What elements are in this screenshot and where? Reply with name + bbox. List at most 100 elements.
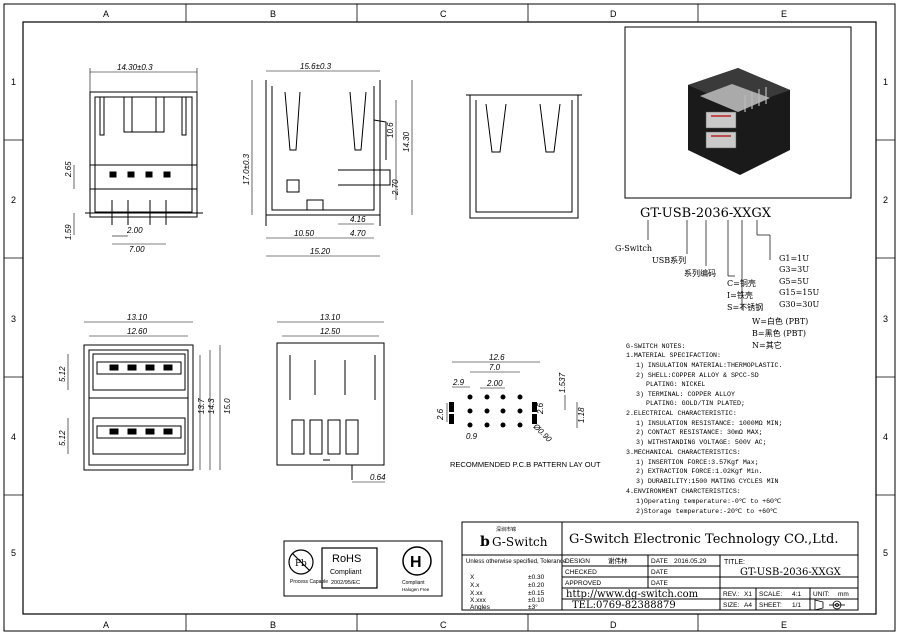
col-label-a-bottom: A [103, 620, 109, 630]
rear-view [276, 342, 385, 480]
col-label-b-bottom: B [270, 620, 276, 630]
note-line: 1)Operating temperature:-0℃ to +60℃ [636, 498, 782, 505]
row-label-5-right: 5 [883, 548, 888, 558]
scale-label: SCALE: [759, 591, 782, 598]
note-line: 1) INSULATION MATERIAL:THERMOPLASTIC. [636, 362, 782, 369]
design-name: 谢伟林 [608, 556, 628, 565]
row-label-3: 3 [11, 314, 16, 324]
scale-value: 4:1 [792, 591, 801, 598]
note-line: 3) WITHSTANDING VOLTAGE: 500V AC; [636, 439, 767, 446]
pcb-holes [467, 394, 523, 428]
dim-pcb-pitch: 2.00 [486, 379, 503, 388]
dim-bot-h2: 14.3 [207, 398, 216, 414]
dim-mid-w2: 12.50 [320, 327, 341, 336]
rear-dims [277, 321, 385, 483]
telephone: TEL:0769-82388879 [572, 600, 676, 611]
title-value: GT-USB-2036-XXGX [740, 567, 842, 578]
tol-key: Angles [470, 604, 491, 611]
pcb-layout [446, 361, 578, 428]
col-label-c: C [440, 9, 447, 19]
rohs-compliant: Compliant [330, 569, 362, 576]
outer-frame [3, 3, 896, 632]
sheet-value: 1/1 [792, 602, 801, 609]
dim-mid-pin: 0.64 [370, 473, 386, 482]
dim-bot-port2: 5.12 [58, 430, 67, 446]
hf-caption: Compliant [402, 580, 425, 586]
part-code: GT-USB-2036-XXGX G-Switch USB系列 系列编码 C=铜… [615, 206, 819, 350]
tol-val: ±3° [528, 603, 538, 611]
dim-front-w2: 10.50 [294, 229, 315, 238]
dim-front-h3: 2.70 [391, 179, 400, 196]
pb-text: Pb [295, 559, 307, 569]
hf-sub: Halogen Free [402, 587, 430, 592]
note-line: 2)Storage temperature:-20℃ to +60℃ [636, 508, 778, 515]
code-serial: 系列编码 [684, 268, 716, 278]
dim-pcb-left: 2.9 [452, 378, 465, 387]
col-label-e-bottom: E [781, 620, 787, 630]
note-line: G-SWITCH NOTES: [626, 343, 685, 350]
approved-label: APPROVED [565, 580, 601, 587]
title-label: TITLE: [724, 559, 745, 566]
dim-bot-h3: 15.0 [223, 398, 232, 414]
note-line: 3) DURABILITY:1500 MATING CYCLES MIN [636, 478, 778, 485]
back-view [466, 94, 582, 219]
row-label-5: 5 [11, 548, 16, 558]
code-color-b: B=黑色 (PBT) [752, 328, 806, 338]
pb-free-icon [288, 549, 314, 575]
code-color-n: N=其它 [752, 340, 782, 350]
row-label-4-right: 4 [883, 432, 888, 442]
code-g30: G30=30U [779, 300, 819, 309]
code-g15: G15=15U [779, 288, 819, 297]
rev-value: X1 [744, 591, 752, 598]
dim-pcb-w: 12.6 [489, 353, 505, 362]
row-label-4: 4 [11, 432, 16, 442]
code-g1: G1=1U [779, 254, 809, 263]
code-shell-c: C=铜壳 [727, 278, 756, 288]
dim-front-width: 15.6±0.3 [300, 62, 332, 71]
row-label-2-right: 2 [883, 195, 888, 205]
svg-text:H: H [410, 554, 422, 571]
bottom-dims [67, 321, 221, 470]
front-view [265, 80, 391, 226]
inner-frame [22, 21, 877, 615]
code-shell-s: S=不锈钢 [727, 302, 763, 312]
dim-bot-w2: 12.60 [127, 327, 148, 336]
dim-pcb-hole2: 2.6 [536, 402, 545, 415]
dim-pcb-hole: 2.6 [436, 408, 445, 421]
row-label-2: 2 [11, 195, 16, 205]
pcb-caption: RECOMMENDED P.C.B PATTERN LAY OUT [450, 460, 601, 469]
note-line: 3.MECHANICAL CHARACTERISTICS: [626, 449, 741, 456]
dim-bot-port1: 5.12 [58, 366, 67, 382]
tol-key: X [470, 574, 475, 581]
tol-val: ±0.15 [528, 590, 545, 597]
part-number: GT-USB-2036-XXGX [640, 206, 772, 221]
svg-text:b: b [480, 534, 490, 550]
tol-val: ±0.10 [528, 597, 545, 604]
dim-side-h2: 1.59 [64, 224, 73, 240]
note-line: 2) SHELL:COPPER ALLOY & SPCC-SD [636, 372, 759, 379]
dim-front-h2: 14.30 [402, 131, 411, 152]
logo-text: G-Switch [492, 535, 548, 549]
company-logo: 深圳市锦 b G-Switch [480, 526, 548, 550]
date-value: 2016.05.29 [674, 558, 707, 565]
tol-key: X.xxx [470, 597, 487, 604]
tol-val: ±0.20 [528, 582, 545, 589]
pb-caption: Process Capable [290, 579, 328, 585]
product-photo [624, 26, 852, 199]
dim-mid-w1: 13.10 [320, 313, 341, 322]
note-line: PLATING: GOLD/TIN PLATED; [646, 400, 745, 407]
code-g5: G5=5U [779, 277, 809, 286]
sheet-label: SHEET: [759, 602, 782, 609]
title-block [461, 521, 859, 611]
note-line: 1.MATERIAL SPECIFACTION: [626, 352, 721, 359]
dim-pcb-dia: Ø0.90 [531, 421, 554, 444]
rev-label: REV.: [723, 591, 740, 598]
col-label-d-bottom: D [610, 620, 617, 630]
dim-front-h1: 10.6 [386, 122, 395, 138]
rohs-directive: 2002/95/EC [331, 580, 360, 586]
col-label-c-bottom: C [440, 620, 447, 630]
dim-front-total: 15.20 [310, 247, 331, 256]
size-value: A4 [744, 602, 752, 609]
tol-val: ±0.30 [528, 574, 545, 581]
